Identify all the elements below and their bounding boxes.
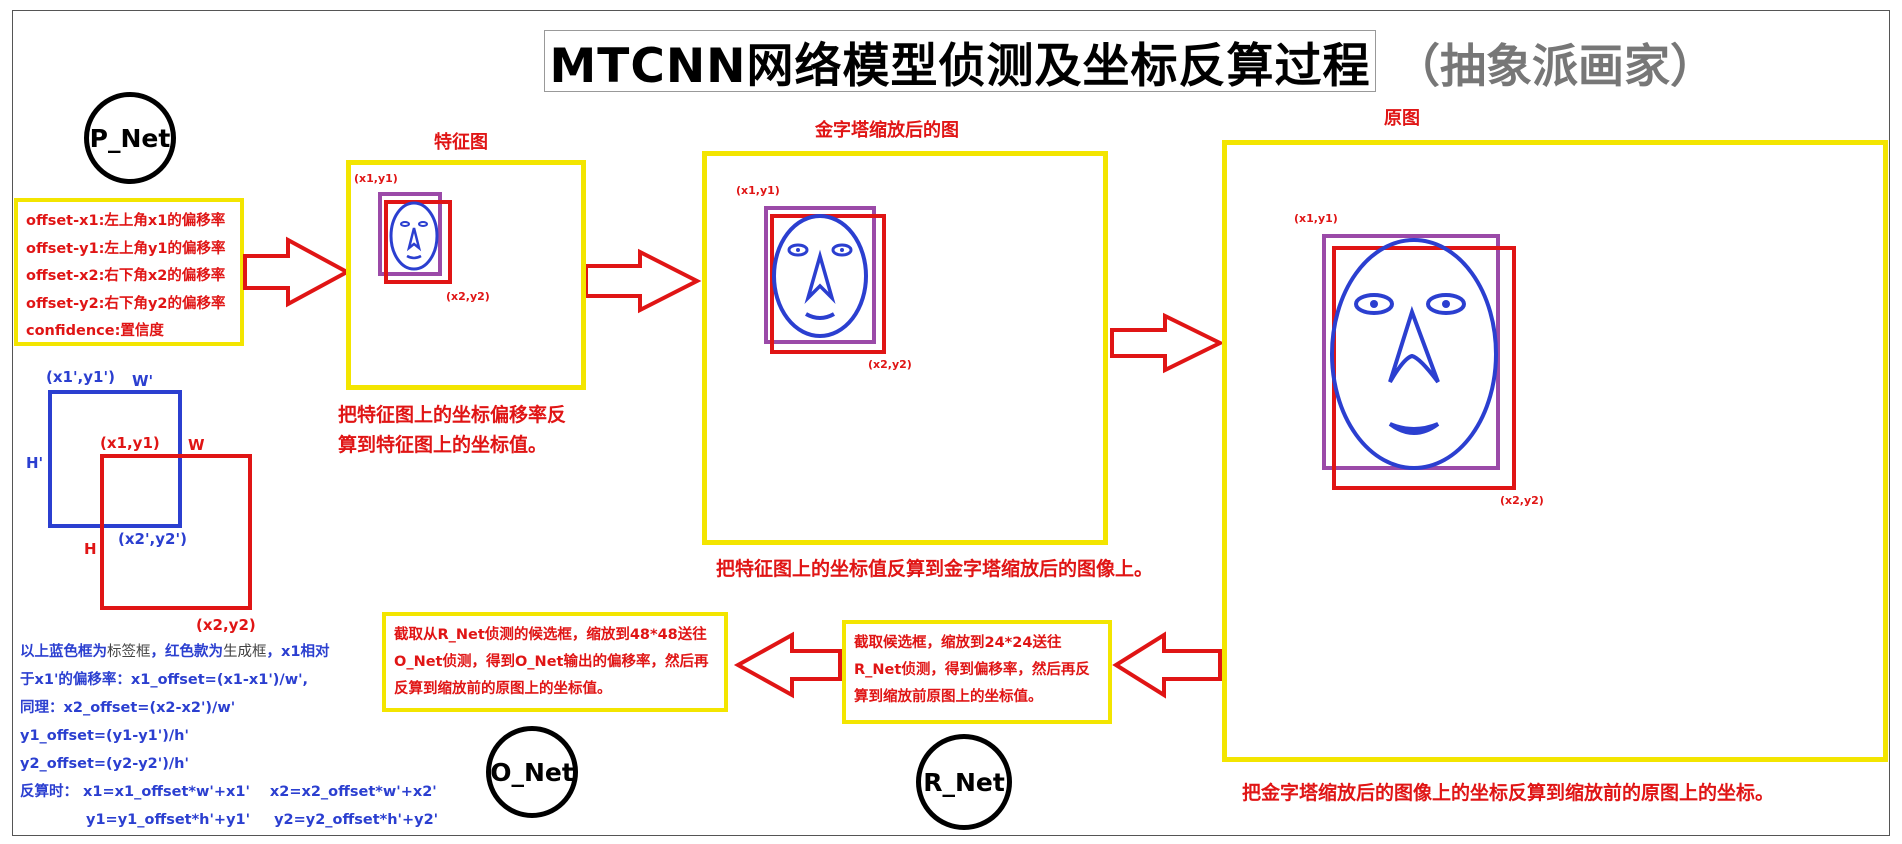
output-offset-x1: offset-x1:左上角x1的偏移率 xyxy=(26,213,226,229)
feature-map-caption: 把特征图上的坐标偏移率反 算到特征图上的坐标值。 xyxy=(338,400,566,460)
blue-tl-coord: (x1',y1') xyxy=(46,368,115,386)
arrow-right-3 xyxy=(1110,312,1225,374)
o-net-circle: O_Net xyxy=(486,726,578,818)
face-mouth xyxy=(406,254,422,260)
arrow-right-1 xyxy=(243,236,352,308)
face-eye-right xyxy=(418,221,428,227)
red-br-coord: (x2,y2) xyxy=(196,616,256,634)
original-br-coord: (x2,y2) xyxy=(1500,494,1544,507)
original-panel xyxy=(1222,140,1888,762)
pyramid-caption: 把特征图上的坐标值反算到金字塔缩放后的图像上。 xyxy=(716,558,1154,580)
original-label: 原图 xyxy=(1384,108,1420,129)
face-mouth xyxy=(1388,422,1440,435)
r-net-step-box: 截取候选框，缩放到24*24送往R_Net侦测，得到偏移率，然后再反算到缩放前原… xyxy=(842,620,1112,724)
formula-line-1: 以上蓝色框为标签框，红色款为生成框，x1相对 xyxy=(20,644,330,660)
label-box-blue xyxy=(48,390,182,528)
o-net-step-box: 截取从R_Net侦测的候选框，缩放到48*48送往O_Net侦测，得到O_Net… xyxy=(382,612,728,712)
formula-line-3: 同理：x2_offset=(x2-x2')/w' xyxy=(20,700,236,716)
feature-map-face xyxy=(378,192,452,284)
offset-formulas: 以上蓝色框为标签框，红色款为生成框，x1相对 于x1'的偏移率：x1_offse… xyxy=(20,638,438,834)
formula-line-2: 于x1'的偏移率：x1_offset=(x1-x1')/w', xyxy=(20,672,309,688)
blue-br-coord: (x2',y2') xyxy=(118,530,187,548)
pyramid-face xyxy=(764,206,886,354)
arrow-left-4 xyxy=(1112,631,1222,699)
p-net-output-legend: offset-x1:左上角x1的偏移率 offset-y1:左上角y1的偏移率 … xyxy=(14,198,244,346)
feature-map-br-coord: (x2,y2) xyxy=(446,290,490,303)
feature-map-caption-line1: 把特征图上的坐标偏移率反 xyxy=(338,404,567,426)
arrow-right-2 xyxy=(584,248,702,314)
red-height-label: H xyxy=(84,540,97,558)
formula-line-7: y1=y1_offset*h'+y1'y2=y2_offset*h'+y2' xyxy=(86,812,439,828)
blue-width-label: W' xyxy=(132,372,154,390)
face-outline xyxy=(772,214,868,338)
output-offset-y1: offset-y1:左上角y1的偏移率 xyxy=(26,240,226,257)
label-box-purple xyxy=(378,192,442,276)
feature-map-caption-line2: 算到特征图上的坐标值。 xyxy=(338,434,548,456)
original-face xyxy=(1322,234,1516,490)
page-subtitle: （抽象派画家） xyxy=(1394,39,1716,93)
face-eye-right xyxy=(831,243,853,257)
arrow-left-5 xyxy=(733,631,842,699)
face-nose xyxy=(406,227,422,252)
pyramid-br-coord: (x2,y2) xyxy=(868,358,912,371)
output-offset-y2: offset-y2:右下角y2的偏移率 xyxy=(26,295,226,312)
pyramid-panel xyxy=(702,151,1108,545)
formula-line-6: 反算时： x1=x1_offset*w'+x1'x2=x2_offset*w'+… xyxy=(20,784,437,800)
generated-box-red xyxy=(100,454,252,610)
face-outline xyxy=(1330,238,1498,470)
formula-line-4: y1_offset=(y1-y1')/h' xyxy=(20,728,189,744)
p-net-circle: P_Net xyxy=(84,92,176,184)
face-eye-left xyxy=(787,243,809,257)
face-eye-left xyxy=(1354,293,1394,315)
outer-frame xyxy=(12,10,1890,836)
face-nose xyxy=(1388,305,1440,384)
offset-diagram xyxy=(48,390,252,610)
red-width-label: W xyxy=(188,436,205,454)
feature-map-label: 特征图 xyxy=(434,132,488,153)
face-eye-left xyxy=(400,221,410,227)
red-tl-coord: (x1,y1) xyxy=(100,434,160,452)
blue-height-label: H' xyxy=(26,454,44,472)
output-offset-x2: offset-x2:右下角x2的偏移率 xyxy=(26,268,226,284)
label-box-purple xyxy=(764,206,876,344)
feature-map-tl-coord: (x1,y1) xyxy=(354,172,398,185)
feature-map-panel xyxy=(346,160,586,390)
output-confidence: confidence:置信度 xyxy=(26,323,164,339)
r-net-circle: R_Net xyxy=(916,734,1012,830)
face-eye-right xyxy=(1426,293,1466,315)
pyramid-label: 金字塔缩放后的图 xyxy=(815,120,959,141)
original-caption: 把金字塔缩放后的图像上的坐标反算到缩放前的原图上的坐标。 xyxy=(1242,782,1775,804)
generated-box-red xyxy=(1332,246,1516,490)
face-mouth xyxy=(805,312,835,320)
face-nose xyxy=(804,249,836,305)
face-outline xyxy=(389,201,439,271)
pyramid-tl-coord: (x1,y1) xyxy=(736,184,780,197)
formula-line-5: y2_offset=(y2-y2')/h' xyxy=(20,756,189,772)
original-tl-coord: (x1,y1) xyxy=(1294,212,1338,225)
page-title: MTCNN网络模型侦测及坐标反算过程 xyxy=(544,30,1376,94)
